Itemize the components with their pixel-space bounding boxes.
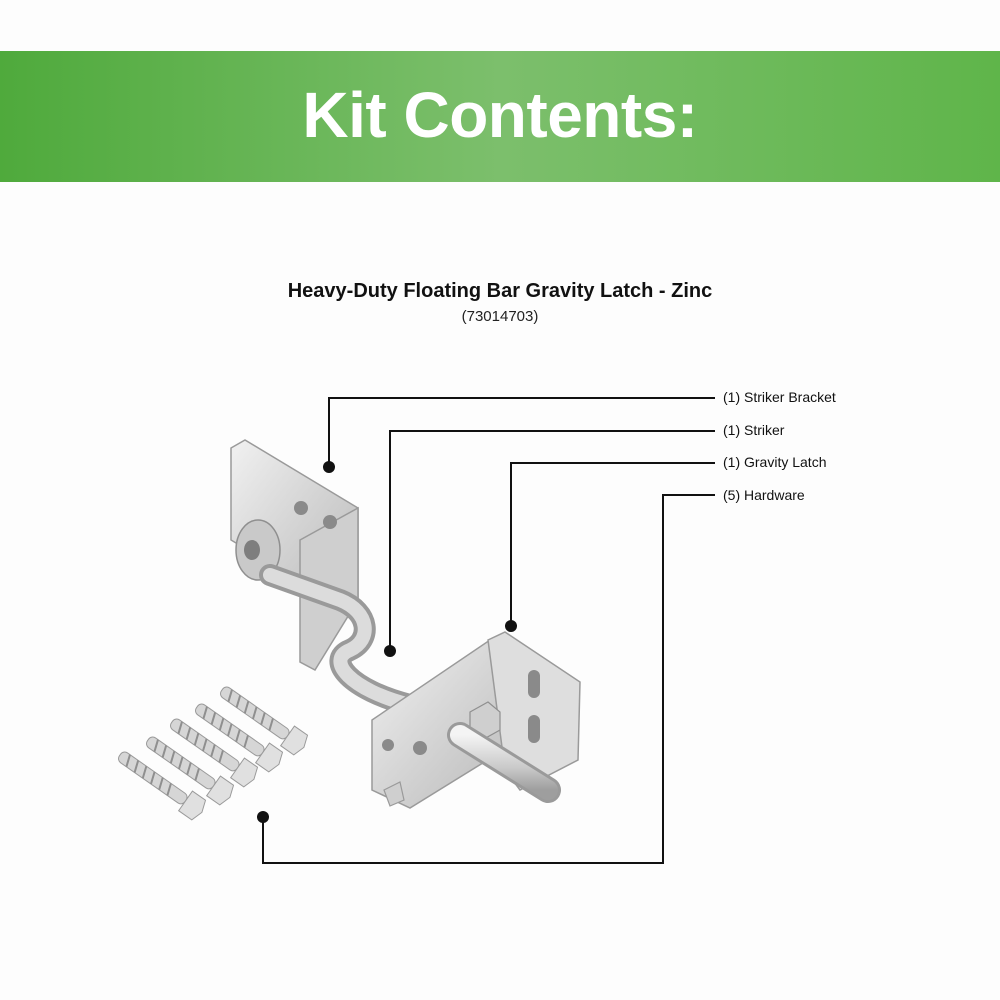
callout-dot-hardware (257, 811, 269, 823)
callout-dot-striker (384, 645, 396, 657)
callout-label-striker: (1) Striker (723, 422, 785, 438)
callout-label-striker-bracket: (1) Striker Bracket (723, 389, 836, 405)
callout-label-gravity-latch: (1) Gravity Latch (723, 454, 827, 470)
callout-dot-gravity-latch (505, 620, 517, 632)
striker-bracket-graphic (230, 439, 359, 671)
leader-line-hardware (262, 494, 715, 864)
header-banner: Kit Contents: (0, 51, 1000, 182)
leader-lines (262, 397, 715, 864)
lag-screw (220, 686, 309, 756)
lag-screw (146, 736, 235, 806)
hardware-graphic (118, 686, 309, 821)
callout-label-hardware: (5) Hardware (723, 487, 805, 503)
lag-screw (118, 751, 207, 821)
leader-line-striker-bracket (328, 397, 715, 467)
product-title: Heavy-Duty Floating Bar Gravity Latch - … (287, 280, 713, 302)
lag-screw (195, 703, 284, 773)
leader-line-striker (389, 430, 715, 651)
gravity-latch-graphic (371, 631, 581, 809)
striker-graphic (259, 564, 481, 736)
product-sku: (73014703) (461, 308, 539, 325)
callout-dot-striker-bracket (323, 461, 335, 473)
banner-title: Kit Contents: (302, 78, 698, 151)
lag-screw (170, 718, 259, 788)
leader-line-gravity-latch (510, 462, 715, 626)
